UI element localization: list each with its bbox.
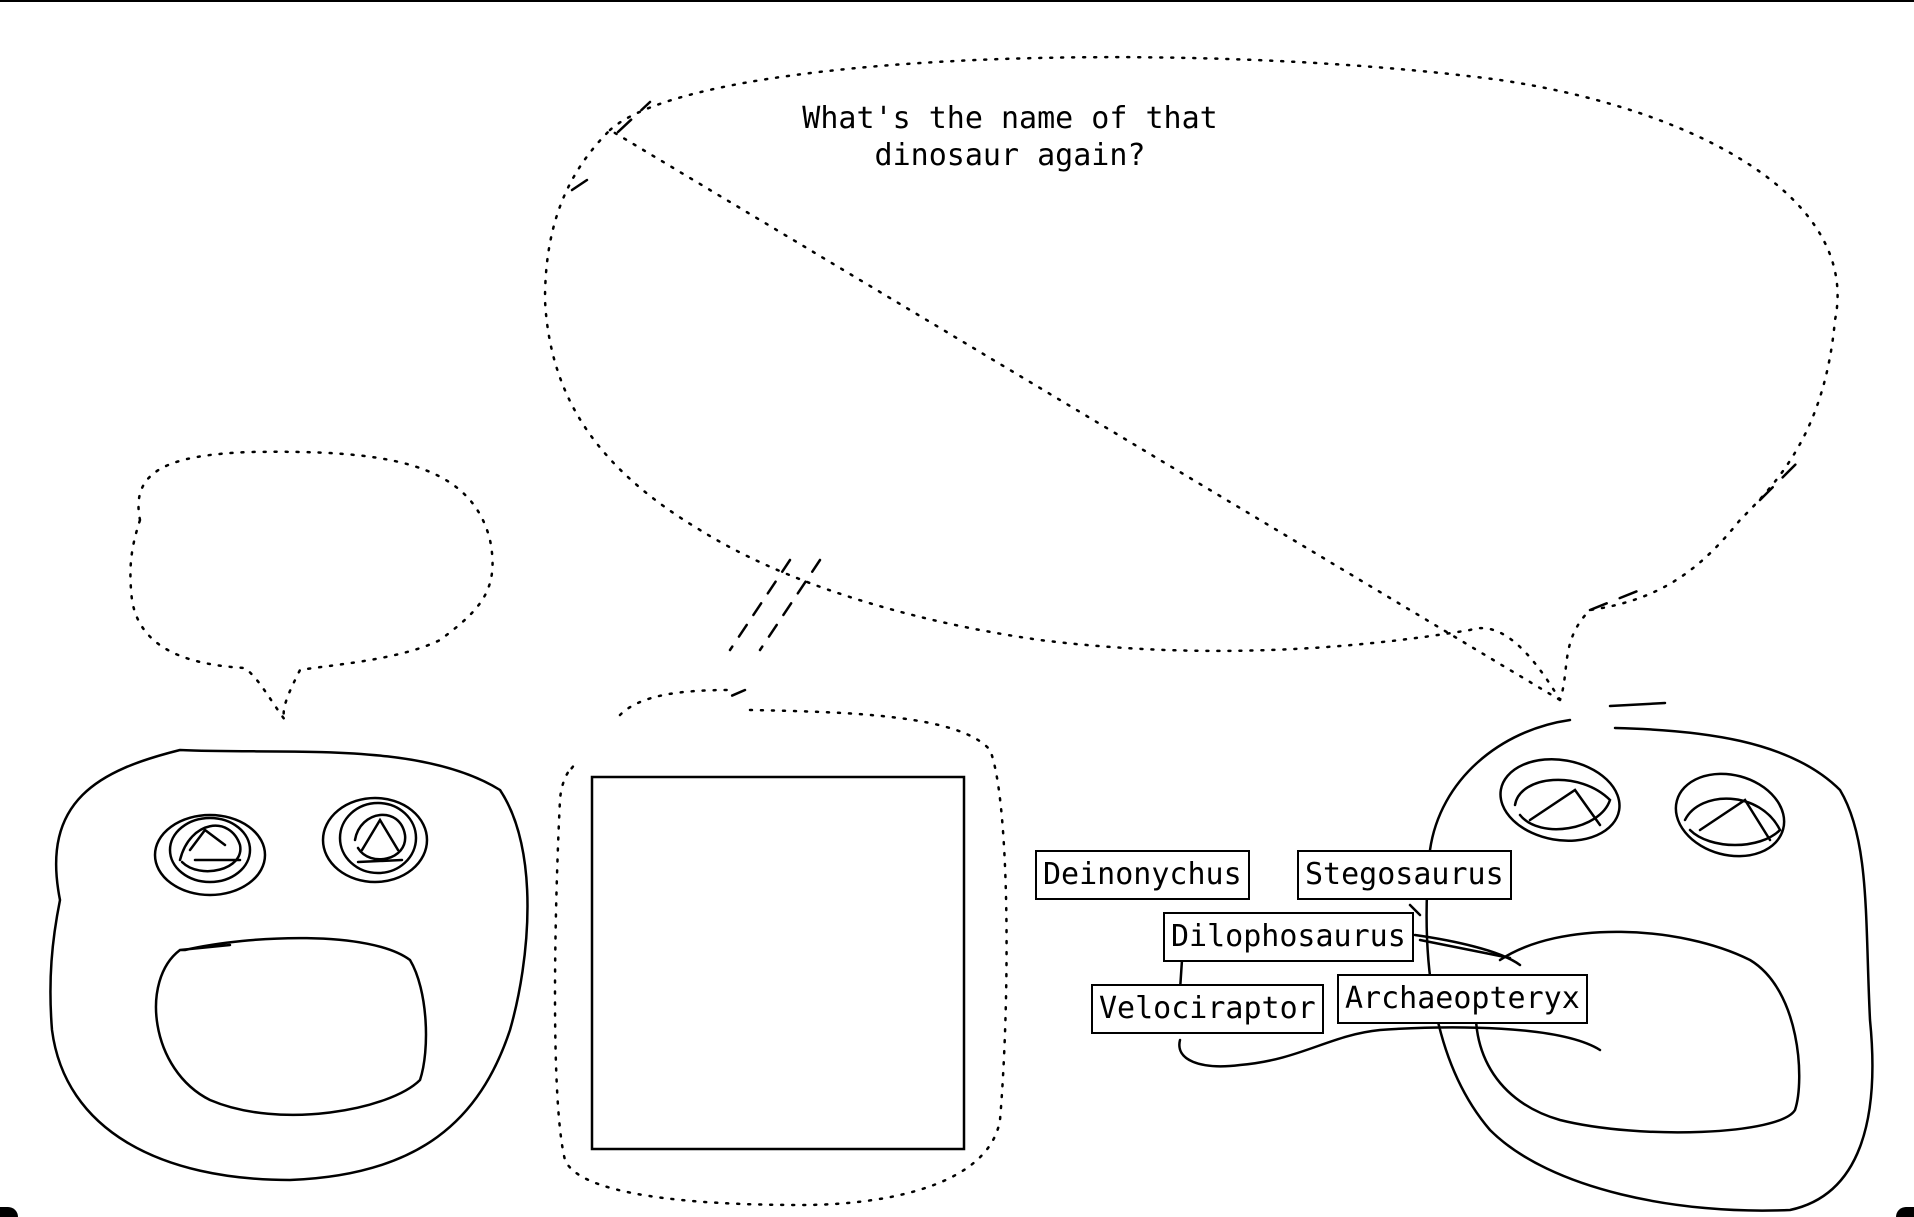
left-face-mouth (154, 936, 428, 1117)
speech-line-1: What's the name of that (802, 101, 1218, 136)
right-face-outline (1425, 701, 1874, 1212)
right-face-eyes (1499, 758, 1786, 858)
window-top-border (0, 0, 1914, 2)
small-speech-bubble (129, 450, 494, 721)
name-label-archaeopteryx[interactable]: Archaeopteryx (1337, 974, 1588, 1024)
picture-thought-outline (553, 688, 1008, 1207)
large-speech-bubble (543, 55, 1839, 702)
name-label-deinonychus[interactable]: Deinonychus (1035, 850, 1250, 900)
speech-line-2: dinosaur again? (874, 138, 1146, 173)
window-corner-left (0, 1207, 18, 1217)
left-face-outline (49, 748, 529, 1182)
large-bubble-dashes (570, 100, 1802, 612)
name-label-dilophosaurus[interactable]: Dilophosaurus (1163, 912, 1414, 962)
blank-picture-frame (590, 775, 966, 1151)
speech-text: What's the name of that dinosaur again? (700, 100, 1320, 174)
right-face-mouth (1474, 930, 1801, 1134)
large-bubble-tail (720, 558, 822, 702)
name-label-stegosaurus[interactable]: Stegosaurus (1297, 850, 1512, 900)
window-corner-right (1896, 1207, 1914, 1217)
left-face-eyes (153, 796, 429, 897)
name-label-velociraptor[interactable]: Velociraptor (1091, 984, 1324, 1034)
right-face-chin (1178, 933, 1602, 1068)
